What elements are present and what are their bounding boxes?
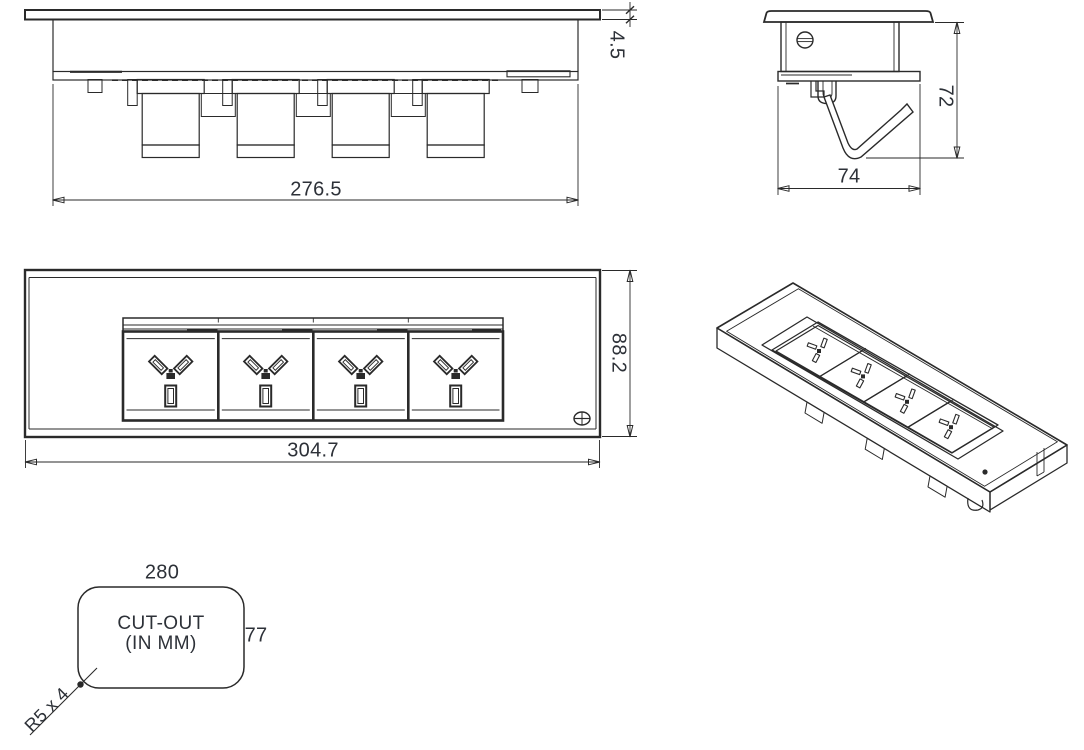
power-outlet — [338, 354, 384, 408]
radius-leader-dot — [77, 681, 84, 688]
dim-label-profile-width: 74 — [837, 165, 861, 188]
cutout-outline — [77, 586, 245, 689]
dimension-74 — [777, 84, 921, 195]
cutout-diagram — [29, 586, 245, 736]
dimension-304-7 — [24, 440, 601, 468]
dim-label-front-height: 88.2 — [607, 332, 630, 374]
cutout-label-line2: (IN MM) — [125, 633, 197, 654]
side-elevation-view — [24, 2, 637, 206]
power-outlet — [433, 354, 479, 408]
end-profile-view — [762, 10, 964, 195]
flange — [762, 10, 935, 23]
housing-body — [780, 21, 900, 73]
dim-label-plate-thickness: 4.5 — [605, 30, 628, 60]
dim-label-cutout-height: 77 — [244, 624, 268, 647]
isometric-view — [716, 282, 1068, 513]
screw-front — [573, 411, 591, 426]
side-socket-module — [412, 78, 490, 159]
dim-label-cutout-width: 280 — [144, 561, 180, 584]
side-socket-module — [317, 78, 395, 159]
side-socket-module — [222, 78, 300, 159]
base-plate — [777, 70, 921, 82]
iso-clip — [927, 475, 948, 498]
side-socket-module — [127, 78, 205, 159]
power-outlet — [243, 354, 289, 408]
iso-right-wall — [989, 444, 1068, 511]
iso-clip — [864, 437, 885, 460]
power-outlet — [148, 354, 194, 408]
table-plate — [24, 9, 601, 21]
screw-side — [796, 31, 814, 49]
spring-clamp — [823, 94, 914, 160]
iso-left-wall — [716, 327, 991, 513]
dimension-4-5 — [602, 2, 637, 27]
iso-clip — [804, 401, 825, 424]
iso-recess-rim — [761, 316, 1004, 460]
dim-label-profile-height: 72 — [934, 84, 957, 108]
iso-faceplate — [716, 282, 1068, 493]
front-view — [23, 268, 637, 468]
dimension-88-2 — [602, 269, 637, 438]
cutout-label-line1: CUT-OUT — [117, 613, 205, 634]
faceplate-outline — [23, 268, 602, 439]
mounting-rail — [52, 70, 579, 81]
dimension-276-5 — [52, 84, 579, 206]
radius-leader-line — [29, 667, 98, 736]
dimension-72 — [866, 21, 964, 159]
iso-hook — [967, 497, 984, 511]
dim-label-front-width: 304.7 — [287, 439, 339, 462]
dim-label-side-width: 276.5 — [290, 178, 342, 201]
iso-screw-dot — [982, 469, 988, 475]
